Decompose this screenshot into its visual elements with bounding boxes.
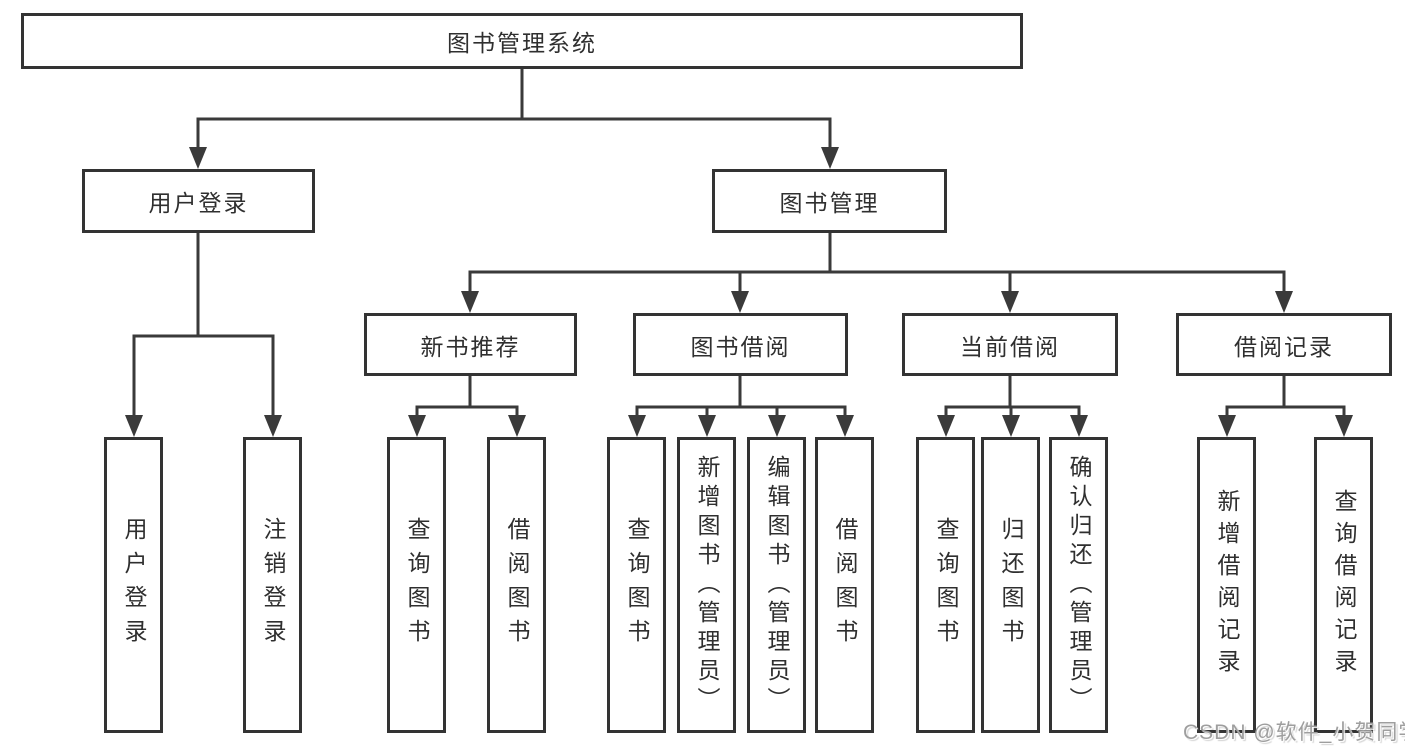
leaf-query-books-1: 查询图书 xyxy=(387,437,446,733)
arrow-down-icon xyxy=(628,415,646,437)
node-borrow-record: 借阅记录 xyxy=(1176,313,1392,376)
arrow-down-icon xyxy=(768,415,786,437)
arrow-down-icon xyxy=(731,291,749,313)
arrow-down-icon xyxy=(461,291,479,313)
node-new-book-recommend: 新书推荐 xyxy=(364,313,577,376)
connector-root-branch xyxy=(196,69,832,148)
connector-borrow-record-branch xyxy=(1225,376,1346,416)
leaf-borrow-books-2: 借阅图书 xyxy=(815,437,874,733)
arrow-down-icon xyxy=(408,415,426,437)
csdn-watermark: CSDN @软件_小贺同学 xyxy=(1183,721,1405,744)
leaf-query-borrow-record: 查询借阅记录 xyxy=(1314,437,1373,733)
arrow-down-icon xyxy=(1335,415,1353,437)
node-book-management: 图书管理 xyxy=(712,169,947,233)
arrow-down-icons xyxy=(125,147,1353,437)
arrow-down-icon xyxy=(1275,291,1293,313)
arrow-down-icon xyxy=(189,147,207,169)
arrow-down-icon xyxy=(264,415,282,437)
arrow-down-icon xyxy=(1218,415,1236,437)
node-library-management-system: 图书管理系统 xyxy=(21,13,1023,69)
leaf-confirm-return-admin: 确认归还（管理员） xyxy=(1049,437,1108,733)
leaf-edit-book-admin: 编辑图书（管理员） xyxy=(747,437,806,733)
arrow-down-icon xyxy=(1001,291,1019,313)
node-book-borrow: 图书借阅 xyxy=(633,313,848,376)
arrow-down-icon xyxy=(836,415,854,437)
connector-current-borrow-branch xyxy=(944,376,1081,416)
leaf-query-books-2: 查询图书 xyxy=(607,437,666,733)
arrow-down-icon xyxy=(1002,415,1020,437)
leaf-add-book-admin: 新增图书（管理员） xyxy=(677,437,736,733)
leaf-borrow-books-1: 借阅图书 xyxy=(487,437,546,733)
arrow-down-icon xyxy=(698,415,716,437)
connector-new-book-branch xyxy=(415,376,519,416)
leaf-user-login: 用户登录 xyxy=(104,437,163,733)
arrow-down-icon xyxy=(937,415,955,437)
leaf-add-borrow-record: 新增借阅记录 xyxy=(1197,437,1256,733)
arrow-down-icon xyxy=(508,415,526,437)
leaf-logout: 注销登录 xyxy=(243,437,302,733)
arrow-down-icon xyxy=(125,415,143,437)
arrow-down-icon xyxy=(1070,415,1088,437)
connector-book-borrow-branch xyxy=(635,376,847,416)
leaf-return-books: 归还图书 xyxy=(981,437,1040,733)
node-current-borrow: 当前借阅 xyxy=(902,313,1118,376)
arrow-down-icon xyxy=(821,147,839,169)
leaf-query-books-3: 查询图书 xyxy=(916,437,975,733)
node-user-login: 用户登录 xyxy=(82,169,315,233)
connector-book-management-branch xyxy=(468,233,1286,292)
connector-user-login-branch xyxy=(132,233,275,416)
